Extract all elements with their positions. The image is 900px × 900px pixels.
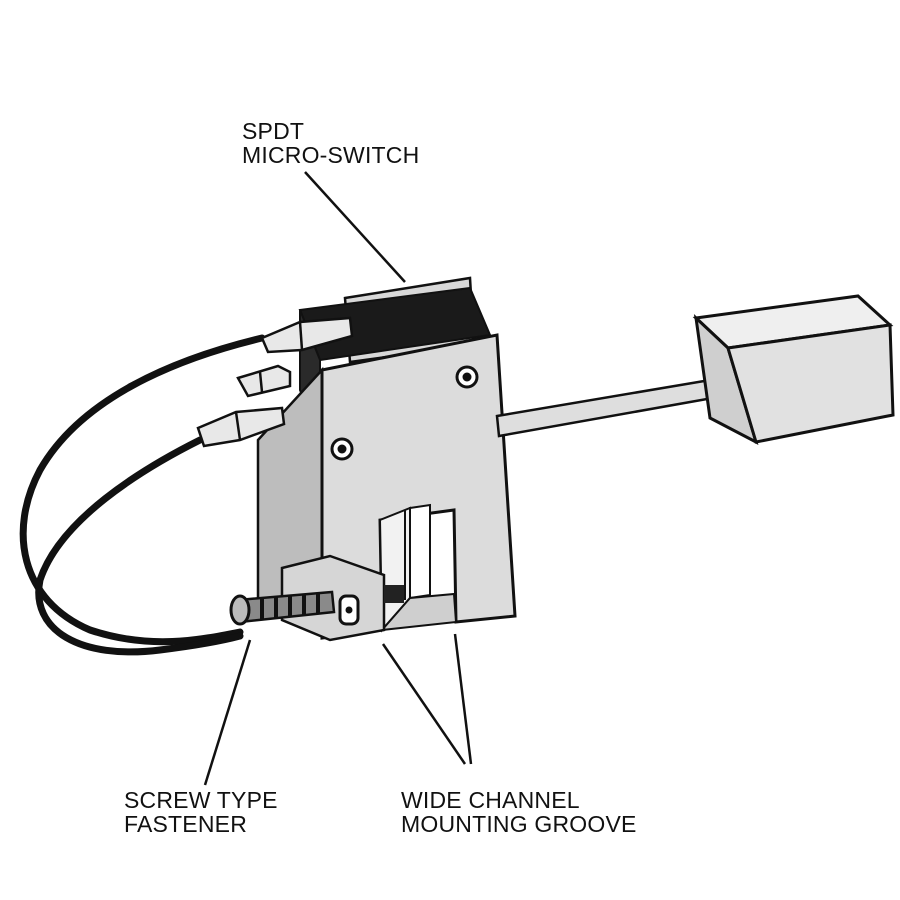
lead-wires (19, 334, 266, 656)
leader-screw (203, 639, 252, 786)
label-groove-line1: WIDE CHANNEL (401, 787, 580, 813)
label-switch-line2: MICRO-SWITCH (242, 142, 420, 168)
wire-upper (19, 334, 266, 646)
screw-fastener (229, 590, 336, 626)
wire-lower (35, 436, 244, 656)
leader-groove-left (381, 643, 467, 765)
paddle-block-front (726, 323, 895, 444)
spade-terminals (196, 316, 354, 448)
leader-switch (304, 171, 406, 283)
label-spdt-micro-switch: SPDT MICRO-SWITCH (242, 119, 419, 167)
callout-leaders (203, 171, 473, 786)
screw-nut (384, 585, 404, 603)
label-screw-fastener: SCREW TYPE FASTENER (124, 788, 278, 836)
label-screw-line1: SCREW TYPE (124, 787, 278, 813)
label-groove-line2: MOUNTING GROOVE (401, 811, 637, 837)
label-switch-line1: SPDT (242, 118, 305, 144)
label-mounting-groove: WIDE CHANNEL MOUNTING GROOVE (401, 788, 637, 836)
channel-inner-back (409, 503, 431, 600)
actuator-arm (495, 376, 726, 438)
mounting-rivets (330, 365, 479, 461)
leader-groove-right (453, 633, 473, 765)
channel-inner-floor (379, 592, 458, 632)
label-screw-line2: FASTENER (124, 811, 248, 837)
